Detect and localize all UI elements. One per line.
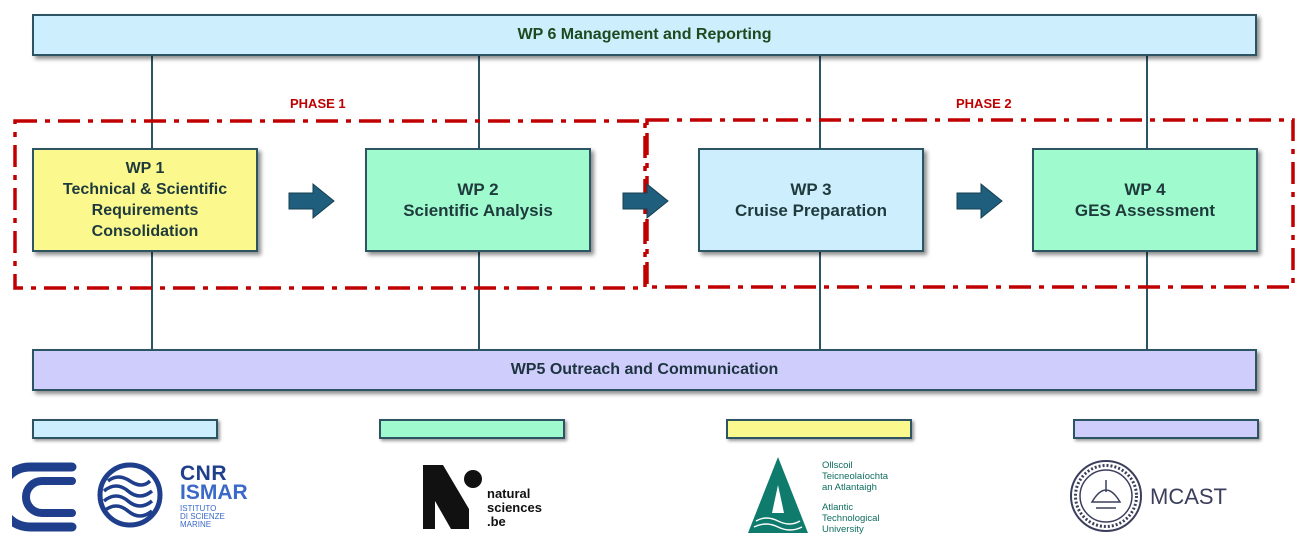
wp1-title-line1: Technical & Scientific (62, 181, 228, 198)
wp1-box: WP 1 Technical & Scientific Requirements… (32, 148, 258, 252)
wp4-title: GES Assessment (1074, 201, 1216, 220)
wp2-title: Scientific Analysis (403, 201, 553, 220)
phase-2-label: PHASE 2 (956, 96, 1012, 111)
phase-2-frame (645, 118, 1295, 289)
wp5-label: WP5 Outreach and Communication (510, 361, 779, 378)
legend-swatch-mcast (1073, 419, 1259, 439)
wp1-id: WP 1 (125, 160, 165, 177)
wp6-management-bar: WP 6 Management and Reporting (32, 14, 1257, 56)
wp3-title: Cruise Preparation (734, 201, 888, 220)
arrow-wp1-wp2 (288, 182, 335, 220)
wp6-label: WP 6 Management and Reporting (517, 26, 772, 43)
arrow-wp3-wp4 (956, 182, 1003, 220)
phase-1-frame (13, 119, 647, 290)
wp4-box: WP 4 GES Assessment (1032, 148, 1258, 252)
legend-swatch-cnr (32, 419, 218, 439)
wp4-id: WP 4 (1124, 180, 1166, 199)
wp2-box: WP 2 Scientific Analysis (365, 148, 591, 252)
atu-logo-icon (748, 457, 808, 533)
wp1-title-line2: Requirements (91, 202, 199, 219)
ismar-subtitle: ISTITUTO DI SCIENZE MARINE (180, 504, 225, 529)
wp1-title-line3: Consolidation (91, 223, 199, 240)
cnr-name: CNR (180, 462, 227, 485)
atu-english-name: Atlantic Technological University (822, 502, 880, 535)
natural-sciences-logo-icon (423, 465, 482, 529)
legend-swatch-atu (726, 419, 912, 439)
phase-1-label: PHASE 1 (290, 96, 346, 111)
arrow-wp2-wp3 (622, 182, 669, 220)
natural-sciences-text: natural sciences .be (487, 486, 542, 529)
wp5-outreach-bar: WP5 Outreach and Communication (32, 349, 1257, 391)
wp2-id: WP 2 (457, 180, 499, 199)
ismar-name: ISMAR (180, 481, 248, 504)
cnr-logo-icon (12, 462, 163, 532)
mcast-name: MCAST (1150, 484, 1227, 509)
wp3-box: WP 3 Cruise Preparation (698, 148, 924, 252)
atu-irish-name: Ollscoil Teicneolaíochta an Atlantaigh (822, 460, 889, 493)
mcast-seal-icon (1070, 460, 1142, 532)
legend-swatch-naturalsciences (379, 419, 565, 439)
wp3-id: WP 3 (790, 180, 832, 199)
